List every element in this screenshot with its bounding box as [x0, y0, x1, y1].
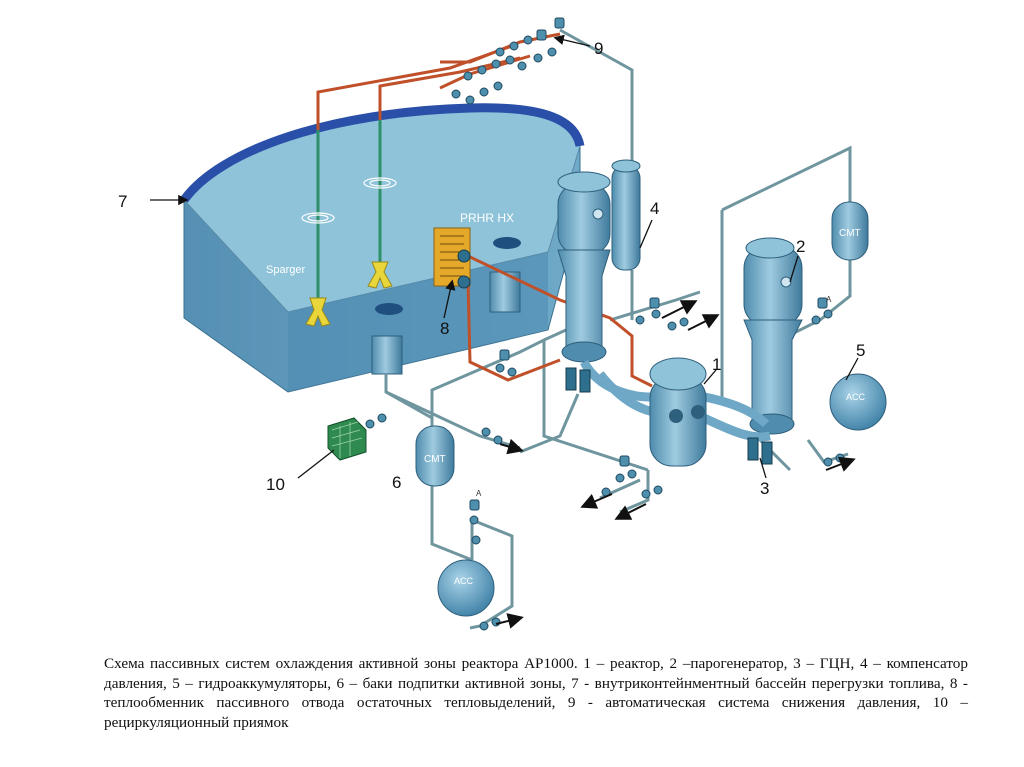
core-makeup-tank-left: CMT — [415, 425, 455, 487]
steam-generator-right — [743, 237, 803, 435]
valve-a-labels: A A A — [476, 295, 832, 498]
pool-rim — [180, 103, 585, 203]
sparger-label: Sparger — [266, 264, 305, 276]
recirculation-sump — [327, 417, 367, 461]
callout-9: 9 — [594, 39, 603, 58]
callout-2: 2 — [796, 237, 805, 256]
reactor-vessel — [649, 357, 707, 467]
callout-1: 1 — [712, 355, 721, 374]
core-makeup-tank-right: CMT — [831, 201, 869, 261]
reactor-coolant-pumps — [565, 367, 773, 465]
pressurizer — [611, 159, 641, 271]
acc-right-label: ACC — [846, 392, 866, 402]
acc-bottom-label: ACC — [454, 576, 474, 586]
sparger-heads — [305, 261, 393, 327]
callout-4: 4 — [650, 199, 659, 218]
cmt-right-label: CMT — [839, 228, 861, 239]
pool-drain-opening-2 — [493, 237, 521, 249]
steam-generator-left — [557, 171, 611, 363]
callout-10: 10 — [266, 475, 285, 494]
callout-8: 8 — [440, 319, 449, 338]
flow-arrows — [495, 300, 856, 629]
callout-6: 6 — [392, 473, 401, 492]
accumulator-right: ACC — [829, 373, 887, 431]
accumulator-bottom: ACC — [437, 559, 495, 617]
pool-drain-opening — [375, 303, 403, 315]
prhr-label: PRHR HX — [460, 211, 514, 225]
valve-label-a1: A — [512, 359, 518, 368]
ads-valve-cluster — [451, 17, 565, 105]
sparger-ripples — [301, 177, 397, 224]
callout-leaders — [150, 34, 859, 479]
cmt-left-label: CMT — [424, 454, 446, 465]
valve-label-a2: A — [476, 489, 482, 498]
callout-numbers: 7 9 4 2 1 5 8 10 6 3 — [118, 39, 865, 498]
valve-label-a3: A — [826, 295, 832, 304]
prhr-heat-exchanger: PRHR HX — [433, 211, 514, 289]
figure-caption: Схема пассивных систем охлаждения активн… — [104, 655, 968, 731]
callout-5: 5 — [856, 341, 865, 360]
callout-3: 3 — [760, 479, 769, 498]
valves — [365, 297, 845, 631]
callout-7: 7 — [118, 192, 127, 211]
